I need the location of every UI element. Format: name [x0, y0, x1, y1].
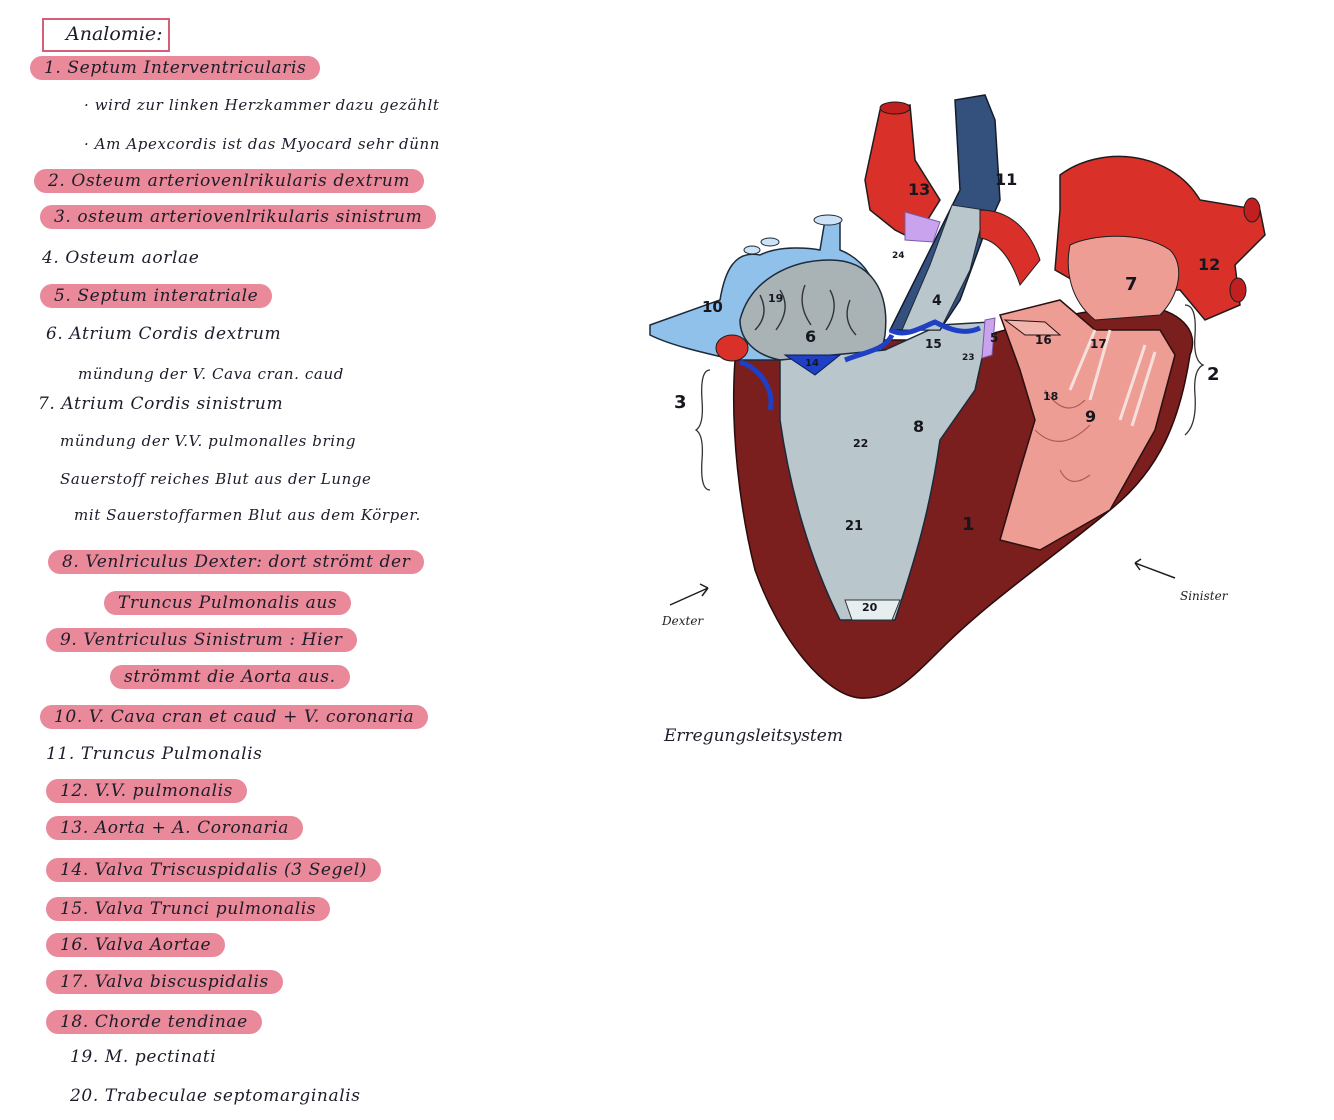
list-item-9-cont: strömmt die Aorta aus.: [110, 665, 350, 689]
label-24: 24: [892, 251, 905, 261]
right-atrium: [739, 259, 887, 361]
list-item-7-note-c: mit Sauerstoffarmen Blut aus dem Körper.: [74, 506, 421, 524]
dexter-arrow: [669, 583, 709, 606]
right-ventricle: [779, 321, 991, 621]
vena-cava-cap-a: [813, 214, 843, 226]
arch-tube: [979, 209, 1041, 287]
list-item-8-cont: Truncus Pulmonalis aus: [104, 591, 352, 615]
septum-interatriale: [981, 317, 996, 359]
label-15: 15: [925, 337, 942, 351]
region-24: [904, 211, 941, 243]
list-item-12: 12. V.V. pulmonalis: [46, 779, 247, 803]
list-item-7-note-a: mündung der V.V. pulmonalles bring: [60, 432, 357, 450]
label-23: 23: [962, 353, 975, 363]
brace-2: [1184, 304, 1205, 436]
list-item-5: 5. Septum interatriale: [40, 284, 273, 308]
page-title: Analomie:: [42, 18, 170, 52]
label-18: 18: [1043, 390, 1058, 403]
brace-3: [694, 369, 711, 491]
list-item-2: 2. Osteum arteriovenlrikularis dextrum: [34, 169, 425, 193]
label-8: 8: [913, 417, 924, 436]
list-item-7: 7. Atrium Cordis sinistrum: [38, 394, 284, 414]
label-22: 22: [853, 437, 868, 450]
label-9: 9: [1085, 407, 1096, 426]
vena-cava-cap-c: [743, 245, 761, 255]
list-item-17: 17. Valva biscuspidalis: [46, 970, 283, 994]
list-item-7-note-b: Sauerstoff reiches Blut aus der Lunge: [60, 470, 372, 488]
label-10: 10: [702, 298, 723, 316]
label-21: 21: [845, 519, 863, 534]
caption-erregungsleitsystem: Erregungsleitsystem: [664, 726, 843, 746]
heart-diagram: 1 2 3 4 5 6 7 8 9 10 11 12 13 14 15 16 1…: [640, 90, 1300, 750]
valva-triscuspidalis: [783, 354, 842, 376]
label-20: 20: [862, 601, 878, 614]
valva-aortae: [1003, 319, 1062, 336]
list-item-16: 16. Valva Aortae: [46, 933, 226, 957]
list-item-15: 15. Valva Trunci pulmonalis: [46, 897, 331, 921]
trabecula-septomarginalis: [844, 599, 901, 621]
label-2: 2: [1207, 364, 1220, 385]
list-item-1: 1. Septum Interventricularis: [30, 56, 321, 80]
list-item-11: 11. Truncus Pulmonalis: [46, 744, 263, 764]
label-1: 1: [962, 514, 975, 535]
label-14: 14: [805, 358, 819, 369]
list-item-18: 18. Chorde tendinae: [46, 1010, 262, 1034]
label-17: 17: [1090, 337, 1107, 351]
list-item-14: 14. Valva Triscuspidalis (3 Segel): [46, 858, 382, 882]
left-atrium-inner: [1067, 235, 1180, 321]
pulmonary-trunk: [888, 94, 1001, 331]
label-13: 13: [908, 180, 930, 199]
list-item-9: 9. Ventriculus Sinistrum : Hier: [46, 628, 357, 652]
coronaria-node: [715, 334, 749, 362]
coronary-blue-left: [739, 359, 774, 411]
coronary-blue-right: [844, 333, 895, 363]
list-item-13: 13. Aorta + A. Coronaria: [46, 816, 303, 840]
label-19: 19: [768, 292, 783, 305]
sinister-arrow: [1134, 558, 1176, 579]
label-4: 4: [932, 293, 942, 309]
label-6: 6: [805, 327, 816, 346]
label-dexter: Dexter: [661, 614, 704, 628]
label-11: 11: [995, 170, 1017, 189]
label-7: 7: [1125, 274, 1138, 295]
list-item-20: 20. Trabeculae septomarginalis: [70, 1086, 361, 1106]
list-item-19: 19. M. pectinati: [70, 1047, 217, 1067]
list-item-6: 6. Atrium Cordis dextrum: [46, 324, 282, 344]
label-5: 5: [990, 331, 998, 345]
label-sinister: Sinister: [1180, 589, 1229, 603]
label-3: 3: [674, 392, 687, 413]
list-item-1-note-a: · wird zur linken Herzkammer dazu gezähl…: [84, 96, 440, 114]
list-item-6-note: mündung der V. Cava cran. caud: [78, 365, 344, 383]
list-item-3: 3. osteum arteriovenlrikularis sinistrum: [40, 205, 437, 229]
list-item-1-note-b: · Am Apexcordis ist das Myocard sehr dün…: [84, 135, 441, 153]
list-item-10: 10. V. Cava cran et caud + V. coronaria: [40, 705, 429, 729]
list-item-8: 8. Venlriculus Dexter: dort strömt der: [48, 550, 425, 574]
label-12: 12: [1198, 255, 1220, 274]
label-16: 16: [1035, 333, 1052, 347]
valva-trunci-pulmonalis: [888, 319, 982, 336]
list-item-4: 4. Osteum aorlae: [42, 248, 200, 268]
vena-cava-cap-b: [760, 237, 780, 247]
